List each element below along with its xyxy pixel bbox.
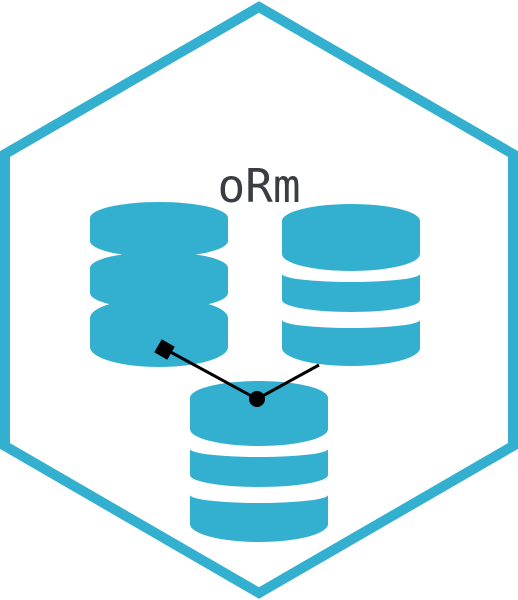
database-icon [282,204,420,366]
database-icon [90,202,228,367]
relationship-connector-icon [154,339,320,407]
logo-title: oRm [217,159,300,213]
database-icon [190,381,328,542]
